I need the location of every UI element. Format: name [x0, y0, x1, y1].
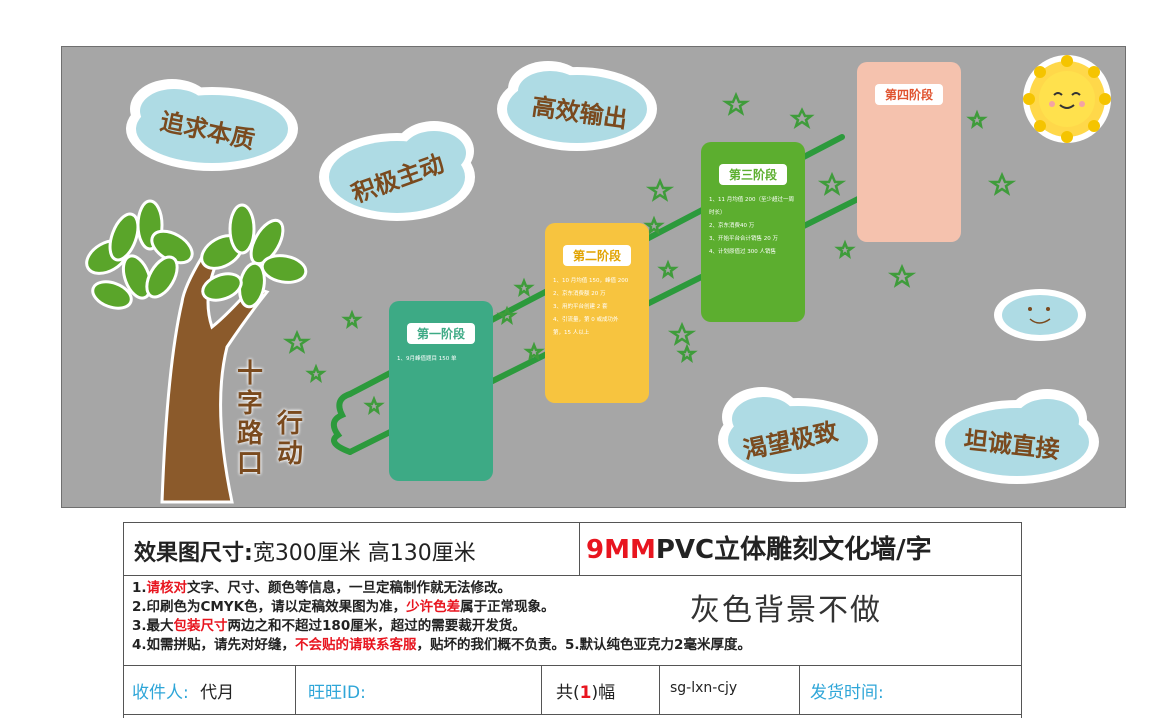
stage-items: 1、9月峰值题目 150 单 [397, 353, 487, 366]
count-value: 1 [579, 683, 592, 703]
material-cell: 9MMPVC立体雕刻文化墙/字 [586, 529, 932, 566]
stage-item: 3、用的平台创建 2 套 [553, 304, 608, 310]
vertical-title-col1: 十 字 路 口 [234, 359, 266, 479]
stage-item: 4、引流量，第 0 或成功外 [553, 317, 619, 323]
code-cell: sg-lxn-cjy [660, 666, 800, 714]
stage-items: 1、10 月均值 150，峰值 200 2、京东消费额 20 万 3、用的平台创… [553, 275, 643, 340]
count-cell: 共(1)幅 [542, 666, 660, 714]
wall-preview-board: 追求本质 积极主动 高效输出 渴望极致 坦诚直接 十 字 路 口 行 动 第一阶… [61, 46, 1126, 508]
size-row: 效果图尺寸:宽300厘米 高130厘米 9MMPVC立体雕刻文化墙/字 [124, 523, 1021, 576]
shipping-row: 收件人: 代月 旺旺ID: 共(1)幅 sg-lxn-cjy 发货时间: [124, 665, 1021, 715]
size-cell: 效果图尺寸:宽300厘米 高130厘米 [124, 523, 580, 575]
wall-artwork [85, 55, 1111, 504]
note-line-2: 2.印刷色为CMYK色，请以定稿效果图为准，少许色差属于正常现象。 [132, 599, 555, 615]
sun-icon [1023, 55, 1111, 143]
stage-item: 2、京东消费额 20 万 [553, 291, 606, 297]
material-description: PVC立体雕刻文化墙/字 [655, 535, 932, 565]
note-line-1: 1.请核对文字、尺寸、颜色等信息，一旦定稿制作就无法修改。 [132, 580, 512, 596]
wangwang-cell: 旺旺ID: [296, 666, 542, 714]
stage-card-4: 第四阶段 [857, 62, 961, 242]
size-value: 宽300厘米 高130厘米 [252, 541, 476, 566]
title-char: 字 [236, 389, 263, 419]
title-char: 十 [236, 359, 263, 389]
order-info-table: 效果图尺寸:宽300厘米 高130厘米 9MMPVC立体雕刻文化墙/字 1.请核… [123, 522, 1022, 718]
ship-time-cell: 发货时间: [810, 678, 884, 703]
smiling-cloud-icon [994, 289, 1086, 341]
cloud-shapes [126, 61, 1099, 484]
stage-item: 1、10 月均值 150，峰值 200 [553, 278, 629, 284]
receiver-value: 代月 [200, 683, 235, 703]
wangwang-label: 旺旺ID: [308, 683, 366, 703]
count-prefix: 共( [556, 683, 580, 703]
stage-card-2: 第二阶段 1、10 月均值 150，峰值 200 2、京东消费额 20 万 3、… [545, 223, 649, 403]
stage-title: 第三阶段 [718, 164, 788, 185]
tree-icon [85, 199, 308, 504]
title-char: 行 [276, 409, 303, 439]
product-code: sg-lxn-cjy [670, 680, 738, 696]
stage-title: 第四阶段 [874, 84, 944, 105]
stage-title: 第一阶段 [406, 323, 476, 344]
stage-item: 3、开始平台合计销售 20 万 [709, 236, 778, 242]
stage-items: 1、11 月均值 200（至少超过一周时长） 2、京东消费40 万 3、开始平台… [709, 194, 799, 259]
title-char: 口 [236, 449, 263, 479]
stage-card-1: 第一阶段 1、9月峰值题目 150 单 [389, 301, 493, 481]
vertical-title-col2: 行 动 [274, 409, 306, 469]
stage-item: 第，15 人以上 [553, 330, 590, 336]
title-char: 动 [276, 439, 303, 469]
title-char: 路 [236, 419, 263, 449]
count-suffix: )幅 [591, 683, 616, 703]
stage-item: 2、京东消费40 万 [709, 223, 755, 229]
stage-title: 第二阶段 [562, 245, 632, 266]
notes-block: 1.请核对文字、尺寸、颜色等信息，一旦定稿制作就无法修改。 2.印刷色为CMYK… [132, 579, 751, 655]
note-line-4: 4.如需拼贴，请先对好缝，不会贴的请联系客服，贴坏的我们概不负责。5.默认纯色亚… [132, 637, 751, 653]
ship-time-label: 发货时间: [810, 683, 884, 703]
gray-background-note: 灰色背景不做 [690, 593, 882, 628]
receiver-label: 收件人: [132, 683, 189, 703]
stage-card-3: 第三阶段 1、11 月均值 200（至少超过一周时长） 2、京东消费40 万 3… [701, 142, 805, 322]
receiver-cell: 收件人: 代月 [124, 666, 296, 714]
size-label: 效果图尺寸: [134, 541, 253, 566]
stage-item: 4、计划原值过 300 人销售 [709, 249, 776, 255]
stage-item: 1、11 月均值 200（至少超过一周时长） [709, 197, 794, 216]
note-line-3: 3.最大包装尺寸两边之和不超过180厘米，超过的需要裁开发货。 [132, 618, 526, 634]
decorative-stars [282, 91, 1017, 415]
stage-item: 1、9月峰值题目 150 单 [397, 356, 457, 362]
material-thickness: 9MM [586, 535, 656, 565]
